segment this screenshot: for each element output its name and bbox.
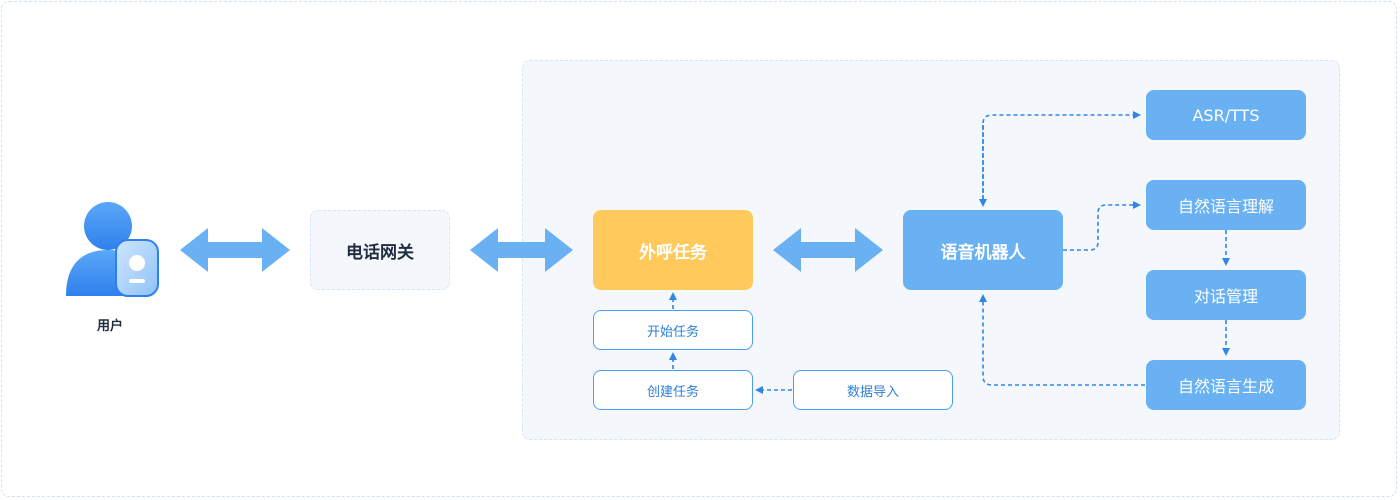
double-arrow-user-gateway	[180, 228, 290, 272]
arrow-nlg-robot	[979, 294, 1145, 386]
gateway-node[interactable]: 电话网关	[310, 210, 450, 290]
asr-tts-node[interactable]: ASR/TTS	[1146, 90, 1306, 140]
voice-robot-node[interactable]: 语音机器人	[903, 210, 1063, 290]
double-arrow-gateway-outbound	[470, 228, 573, 272]
arrow-robot-nlu	[1063, 201, 1141, 251]
double-arrow-outbound-robot	[773, 228, 883, 272]
user-label: 用户	[96, 319, 123, 334]
dialog-management-node[interactable]: 对话管理	[1146, 270, 1306, 320]
create-task-node[interactable]: 创建任务	[593, 370, 753, 410]
start-task-node[interactable]: 开始任务	[593, 310, 753, 350]
nlu-node[interactable]: 自然语言理解	[1146, 180, 1306, 230]
outbound-task-node[interactable]: 外呼任务	[593, 210, 753, 290]
arrow-robot-asr	[982, 111, 1141, 200]
data-import-node[interactable]: 数据导入	[793, 370, 953, 410]
nlg-node[interactable]: 自然语言生成	[1146, 360, 1306, 410]
